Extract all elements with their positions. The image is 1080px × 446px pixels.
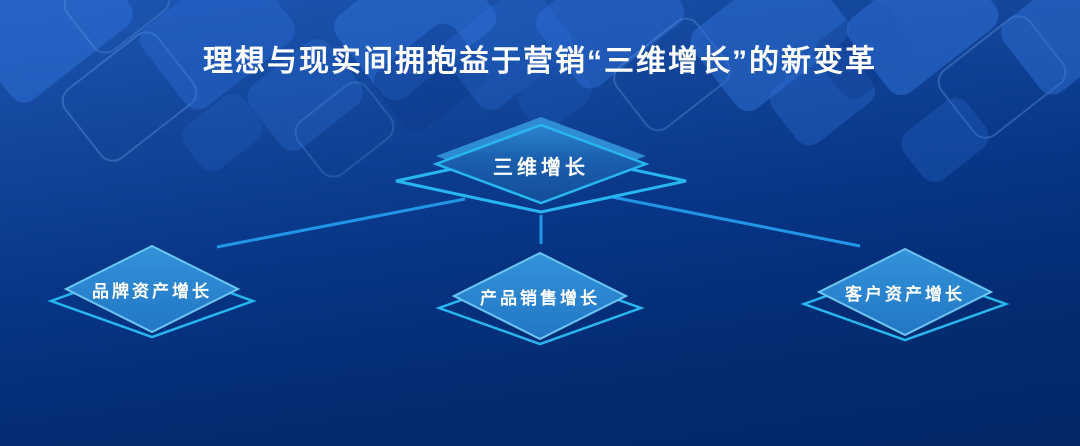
node-brand-growth: 品牌资产增长 xyxy=(47,242,257,342)
diamond-platform-outline xyxy=(395,148,687,214)
diamond-main xyxy=(451,251,629,341)
diamond-customer-shape xyxy=(800,247,1010,342)
deco-tile xyxy=(895,91,995,189)
diamond-brand-shape xyxy=(47,244,257,339)
slide-title: 理想与现实间拥抱益于营销“三维增长”的新变革 xyxy=(203,45,877,78)
deco-tile xyxy=(288,74,401,185)
deco-tile xyxy=(176,87,269,178)
node-root-label: 三维增长 xyxy=(493,157,589,179)
diamond-main xyxy=(432,123,650,205)
node-customer-growth: 客户资产增长 xyxy=(800,245,1010,345)
diamond-main xyxy=(63,244,241,334)
node-product-growth: 产品销售增长 xyxy=(435,249,645,349)
node-product-label: 产品销售增长 xyxy=(480,289,600,308)
node-brand-label: 品牌资产增长 xyxy=(92,282,212,301)
diamond-main xyxy=(816,247,994,337)
diamond-product-shape xyxy=(435,251,645,346)
node-root: 三维增长 xyxy=(391,115,691,220)
node-customer-label: 客户资产增长 xyxy=(845,285,965,304)
diamond-root-shape xyxy=(395,117,687,214)
